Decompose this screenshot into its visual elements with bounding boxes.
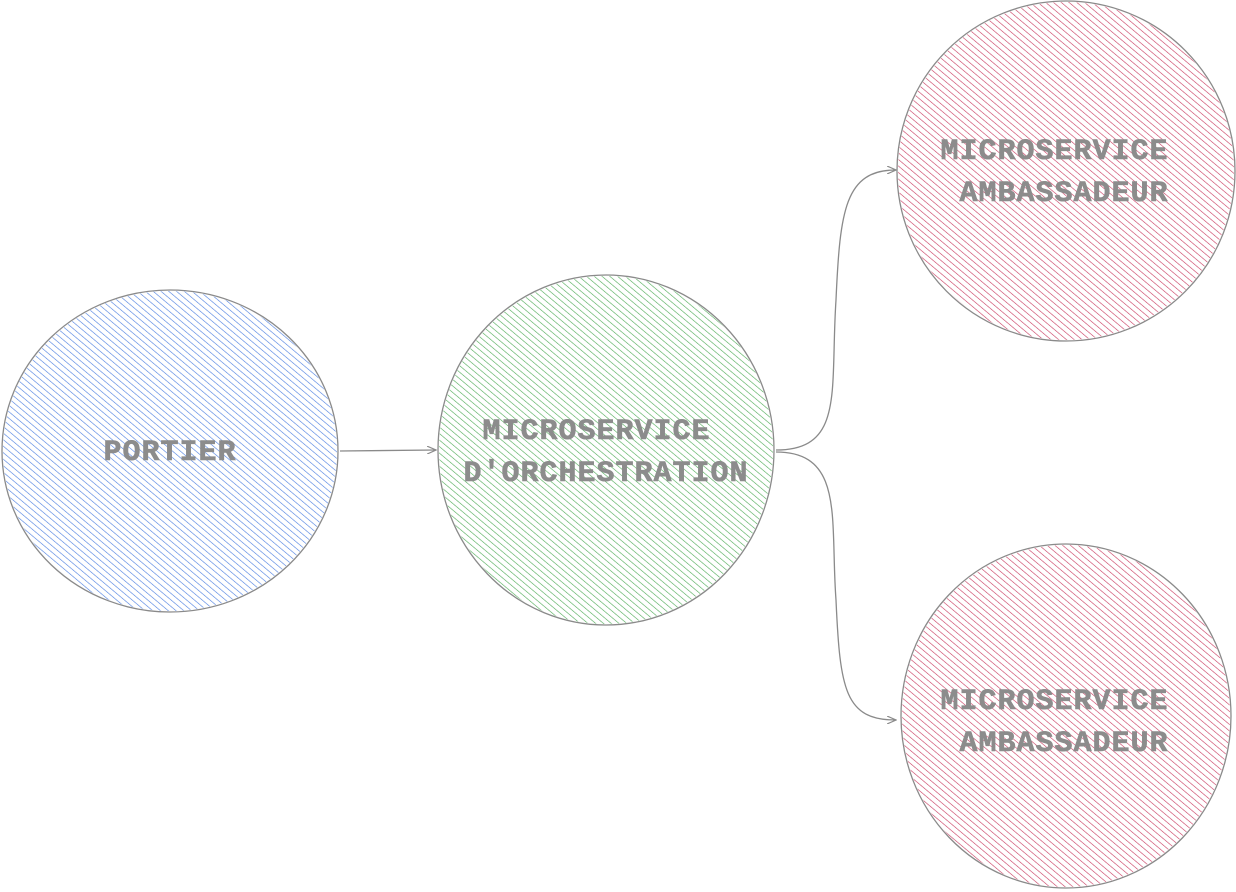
node-ambassadeur-top-label-line-1: MICROSERVICE bbox=[940, 135, 1168, 169]
node-orchestration: MICROSERVICE D'ORCHESTRATION bbox=[437, 274, 775, 626]
node-ambassadeur-bottom-label-line-1: MICROSERVICE bbox=[940, 685, 1168, 719]
node-orchestration-fill bbox=[439, 276, 773, 624]
arrow-portier-to-orchestration bbox=[339, 450, 436, 451]
node-portier: PORTIER bbox=[1, 289, 339, 613]
arrow-orchestration-to-ambassadeur-top bbox=[775, 170, 896, 451]
node-ambassadeur-bottom-outline bbox=[900, 543, 1232, 889]
node-ambassadeur-top: MICROSERVICE AMBASSADEUR bbox=[896, 0, 1236, 342]
node-orchestration-label-line-2: D'ORCHESTRATION bbox=[463, 457, 748, 491]
node-ambassadeur-top-fill bbox=[898, 2, 1234, 340]
node-portier-label-line-1: PORTIER bbox=[103, 436, 236, 470]
node-ambassadeur-bottom-fill bbox=[902, 545, 1230, 887]
node-ambassadeur-bottom-label-line-2: AMBASSADEUR bbox=[959, 727, 1168, 761]
node-ambassadeur-bottom: MICROSERVICE AMBASSADEUR bbox=[900, 543, 1232, 889]
node-ambassadeur-top-label: MICROSERVICE AMBASSADEUR bbox=[940, 135, 1187, 211]
node-orchestration-outline bbox=[437, 274, 775, 626]
node-portier-fill bbox=[3, 291, 337, 611]
node-ambassadeur-top-label-line-2: AMBASSADEUR bbox=[959, 177, 1168, 211]
node-orchestration-label-line-1: MICROSERVICE bbox=[482, 415, 710, 449]
node-portier-outline bbox=[1, 289, 339, 613]
node-portier-label: PORTIER bbox=[103, 436, 236, 470]
node-orchestration-label: MICROSERVICE D'ORCHESTRATION bbox=[463, 415, 748, 491]
arrow-orchestration-to-ambassadeur-bottom bbox=[775, 451, 896, 720]
node-ambassadeur-bottom-label: MICROSERVICE AMBASSADEUR bbox=[940, 685, 1187, 761]
node-ambassadeur-top-outline bbox=[896, 0, 1236, 342]
